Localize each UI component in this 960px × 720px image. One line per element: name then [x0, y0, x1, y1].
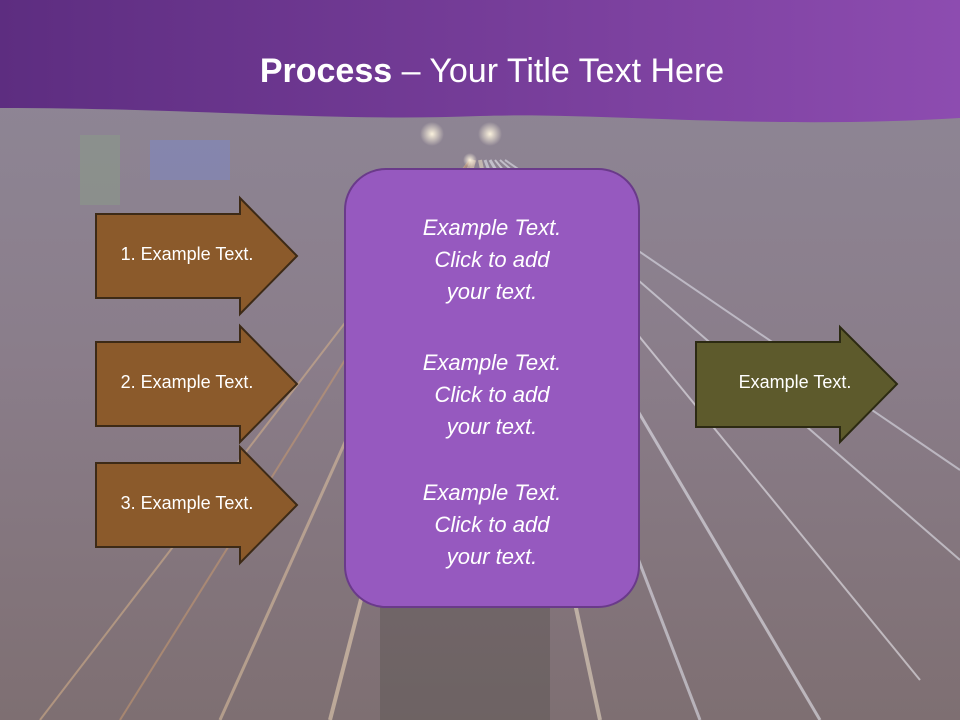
center-text-3-line3: your text. — [446, 544, 538, 569]
left-arrow-3-label: 3. Example Text. — [120, 493, 254, 513]
center-text-block-3[interactable]: Example Text. Click to add your text. — [344, 477, 640, 573]
center-text-block-2[interactable]: Example Text. Click to add your text. — [344, 347, 640, 443]
center-text-block-1[interactable]: Example Text. Click to add your text. — [344, 212, 640, 308]
center-text-1-line2: Click to add — [434, 247, 550, 272]
slide-title[interactable]: Process – Your Title Text Here — [0, 52, 960, 91]
header-band — [0, 0, 960, 123]
center-text-3-line2: Click to add — [434, 512, 550, 537]
center-text-1-line1: Example Text. — [422, 215, 562, 240]
center-content-box[interactable] — [344, 168, 640, 608]
title-rest: Your Title Text Here — [429, 52, 725, 90]
center-text-1-line3: your text. — [446, 279, 538, 304]
right-arrow-label: Example Text. — [738, 372, 852, 392]
center-text-2-line2: Click to add — [434, 382, 550, 407]
center-text-3-line1: Example Text. — [422, 480, 562, 505]
title-dash: – — [392, 52, 430, 90]
left-arrow-3[interactable] — [95, 444, 299, 566]
left-arrow-1-label: 1. Example Text. — [120, 244, 254, 264]
title-bold: Process — [259, 52, 393, 90]
center-text-2-line3: your text. — [446, 414, 538, 439]
right-arrow[interactable] — [695, 324, 899, 445]
center-text-2-line1: Example Text. — [422, 350, 562, 375]
left-arrow-2[interactable] — [95, 323, 299, 445]
left-arrow-2-label: 2. Example Text. — [120, 372, 254, 392]
left-arrow-1[interactable] — [95, 195, 299, 317]
